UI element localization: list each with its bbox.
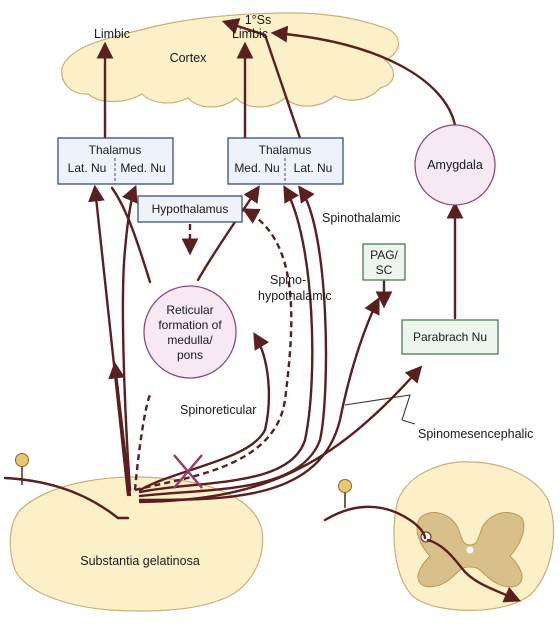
spinomesencephalic-leader: [401, 419, 416, 425]
thalamus-left-lateral: Lat. Nu: [68, 161, 107, 175]
limbic-right-label: Limbic: [232, 27, 268, 41]
parabrach-box: [401, 319, 499, 355]
path-spinothalamic-2: [138, 185, 328, 498]
spinal-cord-section: [393, 461, 555, 611]
limbic-left-label: Limbic: [94, 27, 130, 41]
spinomesencephalic-label: Spinomesencephalic: [418, 427, 533, 441]
spinohypothalamic-label-line1: Spino-: [270, 273, 306, 287]
path-to-left-lateral-thalamus: [88, 184, 130, 497]
thalamus-left-medial: Med. Nu: [120, 161, 165, 175]
spinomesencephalic-callout: [344, 394, 411, 421]
hypothalamus-label: Hypothalamus: [152, 202, 229, 216]
parabrach-label: Parabrach Nu: [413, 330, 487, 344]
reticular-label-line4: pons: [177, 348, 203, 362]
ganglion-left: [15, 453, 29, 485]
hypothalamus-box: [137, 195, 243, 223]
pag-label-line1: PAG/: [370, 248, 398, 262]
cortex-shape: [61, 12, 400, 108]
spinoreticular-label: Spinoreticular: [180, 403, 256, 417]
amygdala-circle: [414, 124, 496, 206]
spinothalamic-label: Spinothalamic: [322, 211, 401, 225]
path-lateral-arrow: [108, 361, 132, 497]
path-to-pag: [138, 296, 380, 502]
afferent-fiber-right: [323, 505, 427, 540]
pag-sc-box: [362, 243, 406, 281]
amygdala-label: Amygdala: [427, 158, 483, 172]
ganglion-right: [338, 479, 352, 508]
substantia-gelatinosa-shape: [9, 476, 264, 612]
substantia-gelatinosa-label: Substantia gelatinosa: [80, 554, 200, 568]
path-right-thalamus-to-1ss: [221, 18, 302, 140]
crossing-mark: [173, 454, 203, 489]
reticular-label-line3: medulla/: [167, 333, 213, 347]
path-reticular-to-right-thalamus: [196, 185, 260, 282]
reticular-label-line1: Reticular: [166, 303, 213, 317]
reticular-label-line2: formation of: [158, 318, 222, 332]
path-dashed-lower: [133, 394, 152, 491]
crossing-fiber-right: [426, 538, 522, 603]
thalamus-right-title: Thalamus: [259, 143, 312, 157]
reticular-formation-circle: [143, 285, 237, 379]
path-spinothalamic-1: [138, 185, 314, 494]
path-to-parabrachial: [138, 365, 423, 504]
cortex-label: Cortex: [170, 51, 208, 65]
spinohypothalamic-label-line2: hypothalamic: [258, 289, 332, 303]
afferent-fiber-left: [3, 476, 120, 520]
thalamus-left-title: Thalamus: [89, 143, 142, 157]
path-spinoreticular: [138, 332, 271, 492]
pag-label-line2: SC: [376, 263, 393, 277]
path-medial-thalamus-left: [121, 184, 138, 492]
thalamus-right-medial: Med. Nu: [234, 161, 279, 175]
thalamus-right-lateral: Lat. Nu: [294, 161, 333, 175]
path-amygdala-to-limbic: [270, 25, 457, 127]
primary-ss-label: 1°Ss: [245, 13, 272, 27]
path-spinohypothalamic: [134, 208, 293, 492]
path-reticular-to-thalamus: [110, 186, 152, 284]
